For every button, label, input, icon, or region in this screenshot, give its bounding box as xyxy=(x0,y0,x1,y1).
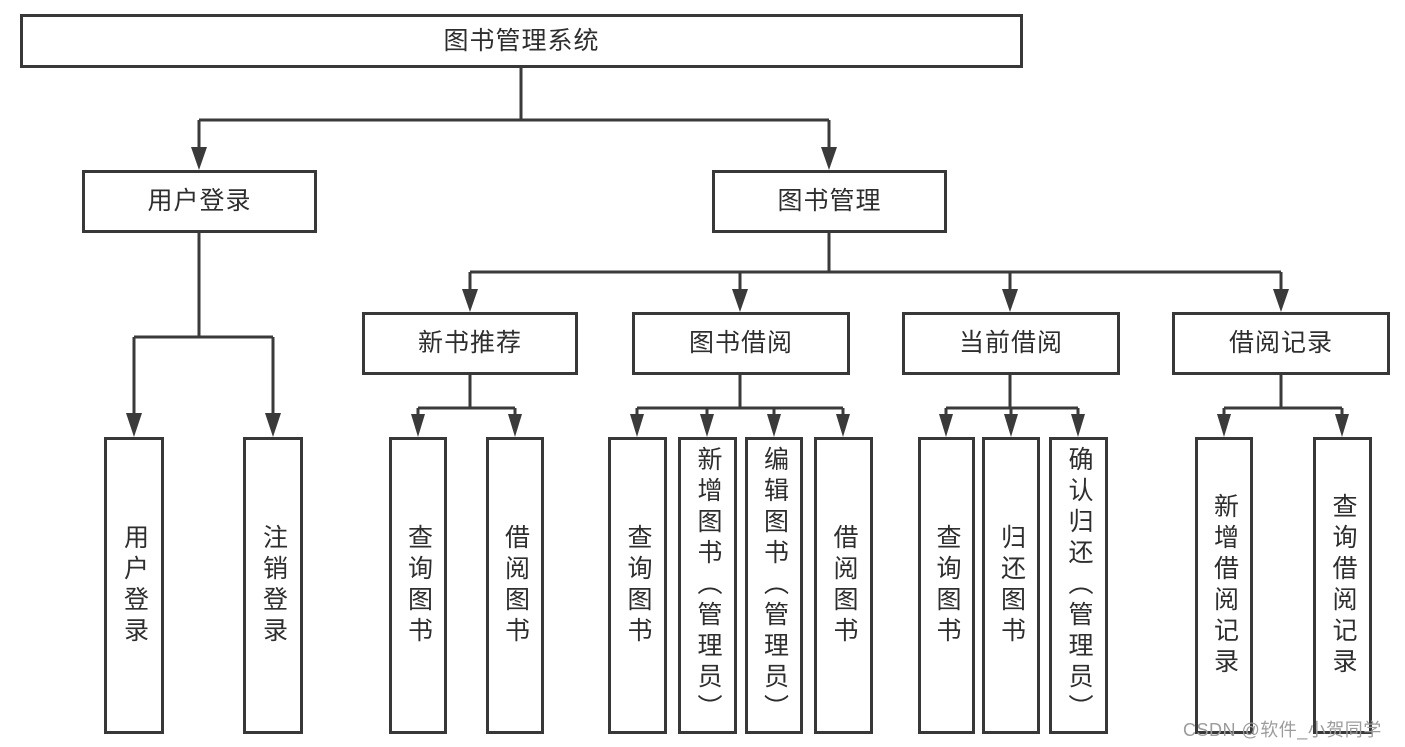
node-user-login: 用户登录 xyxy=(82,170,317,233)
leaf-borrow-borrow-book: 借阅图书 xyxy=(814,437,873,734)
arrowheads-level3 xyxy=(462,289,1289,312)
leaf-user-login: 用户登录 xyxy=(104,437,164,734)
node-current-borrow: 当前借阅 xyxy=(902,312,1120,375)
node-book-management: 图书管理 xyxy=(712,170,947,233)
node-borrow-record: 借阅记录 xyxy=(1172,312,1390,375)
connector-user-login-to-leaves xyxy=(132,233,275,416)
connector-root-to-level2 xyxy=(197,68,831,150)
arrowheads-leaves xyxy=(411,414,1349,437)
connector-level3-to-leaves xyxy=(416,375,1344,417)
leaf-logout: 注销登录 xyxy=(243,437,303,734)
leaf-current-return-book: 归还图书 xyxy=(982,437,1040,734)
leaf-borrow-edit-book: 编辑图书（管理员） xyxy=(745,437,803,734)
node-root: 图书管理系统 xyxy=(20,14,1023,68)
leaf-recommend-query-book: 查询图书 xyxy=(389,437,447,734)
leaf-record-add-record: 新增借阅记录 xyxy=(1195,437,1253,734)
leaf-record-query-record: 查询借阅记录 xyxy=(1313,437,1372,734)
leaf-current-confirm-return: 确认归还（管理员） xyxy=(1049,437,1108,734)
leaf-recommend-borrow-book: 借阅图书 xyxy=(486,437,544,734)
leaf-borrow-add-book: 新增图书（管理员） xyxy=(678,437,737,734)
leaf-borrow-query-book: 查询图书 xyxy=(608,437,667,734)
csdn-watermark: CSDN @软件_小贺同学 xyxy=(1183,720,1382,740)
node-new-book-recommend: 新书推荐 xyxy=(362,312,578,375)
arrowheads-level2 xyxy=(191,147,837,170)
connector-book-mgmt-to-level3 xyxy=(468,233,1283,292)
arrowheads-user-login-leaves xyxy=(126,413,281,437)
node-book-borrow: 图书借阅 xyxy=(632,312,850,375)
leaf-current-query-book: 查询图书 xyxy=(918,437,975,734)
